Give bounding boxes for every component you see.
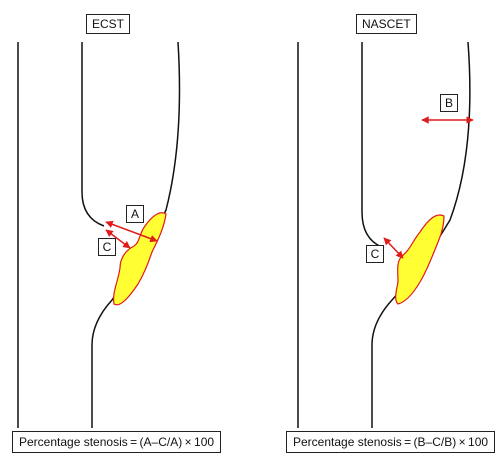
nascet-internal-carotid-inner-wall: [361, 42, 385, 249]
nascet-title: NASCET: [356, 14, 417, 34]
nascet-label-c: C: [366, 245, 384, 263]
nascet-plaque: [395, 214, 445, 305]
ecst-panel: [17, 41, 181, 428]
ecst-title: ECST: [86, 14, 131, 34]
ecst-measurement-a-arrow: [105, 220, 158, 243]
ecst-plaque: [113, 212, 167, 306]
nascet-measurement-c-arrow: [383, 237, 404, 259]
ecst-label-a: A: [126, 205, 144, 223]
nascet-label-b: B: [440, 94, 458, 112]
ecst-label-c: C: [98, 238, 116, 256]
nascet-formula: Percentage stenosis = (B–C/B) × 100: [286, 431, 496, 453]
ecst-formula: Percentage stenosis = (A–C/A) × 100: [12, 431, 222, 453]
ecst-internal-carotid-inner-wall: [81, 42, 105, 227]
ecst-internal-carotid-outer-wall: [91, 41, 181, 428]
ecst-measurement-c-arrow: [105, 229, 131, 249]
nascet-panel: [297, 41, 474, 428]
